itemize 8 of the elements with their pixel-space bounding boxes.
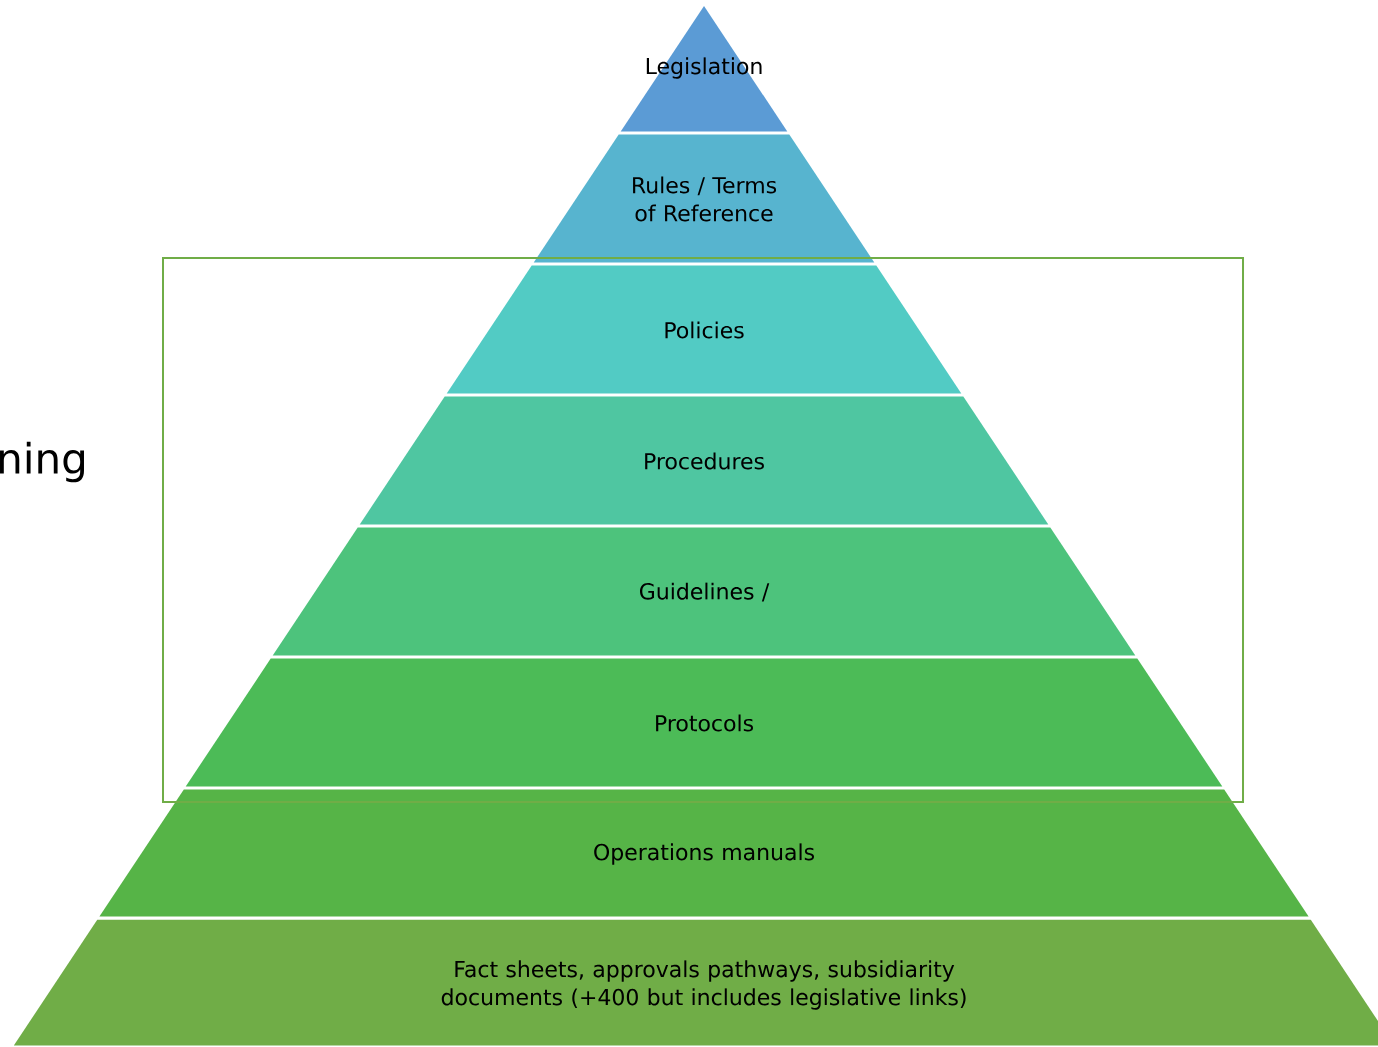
side-text: ning xyxy=(0,441,84,483)
layer-label: Rules / Terms of Reference xyxy=(633,176,777,222)
layer-label: Protocols xyxy=(656,714,753,732)
layer-label: Operations manuals xyxy=(594,843,814,865)
layer-label: Procedures xyxy=(645,452,764,470)
layer-label: Fact sheets, approvals pathways, subsidiarity documents (+400 but includes legislative links) xyxy=(441,960,966,1010)
layer-label: Guidelines / xyxy=(640,582,770,602)
layer-label: Policies xyxy=(665,321,744,339)
